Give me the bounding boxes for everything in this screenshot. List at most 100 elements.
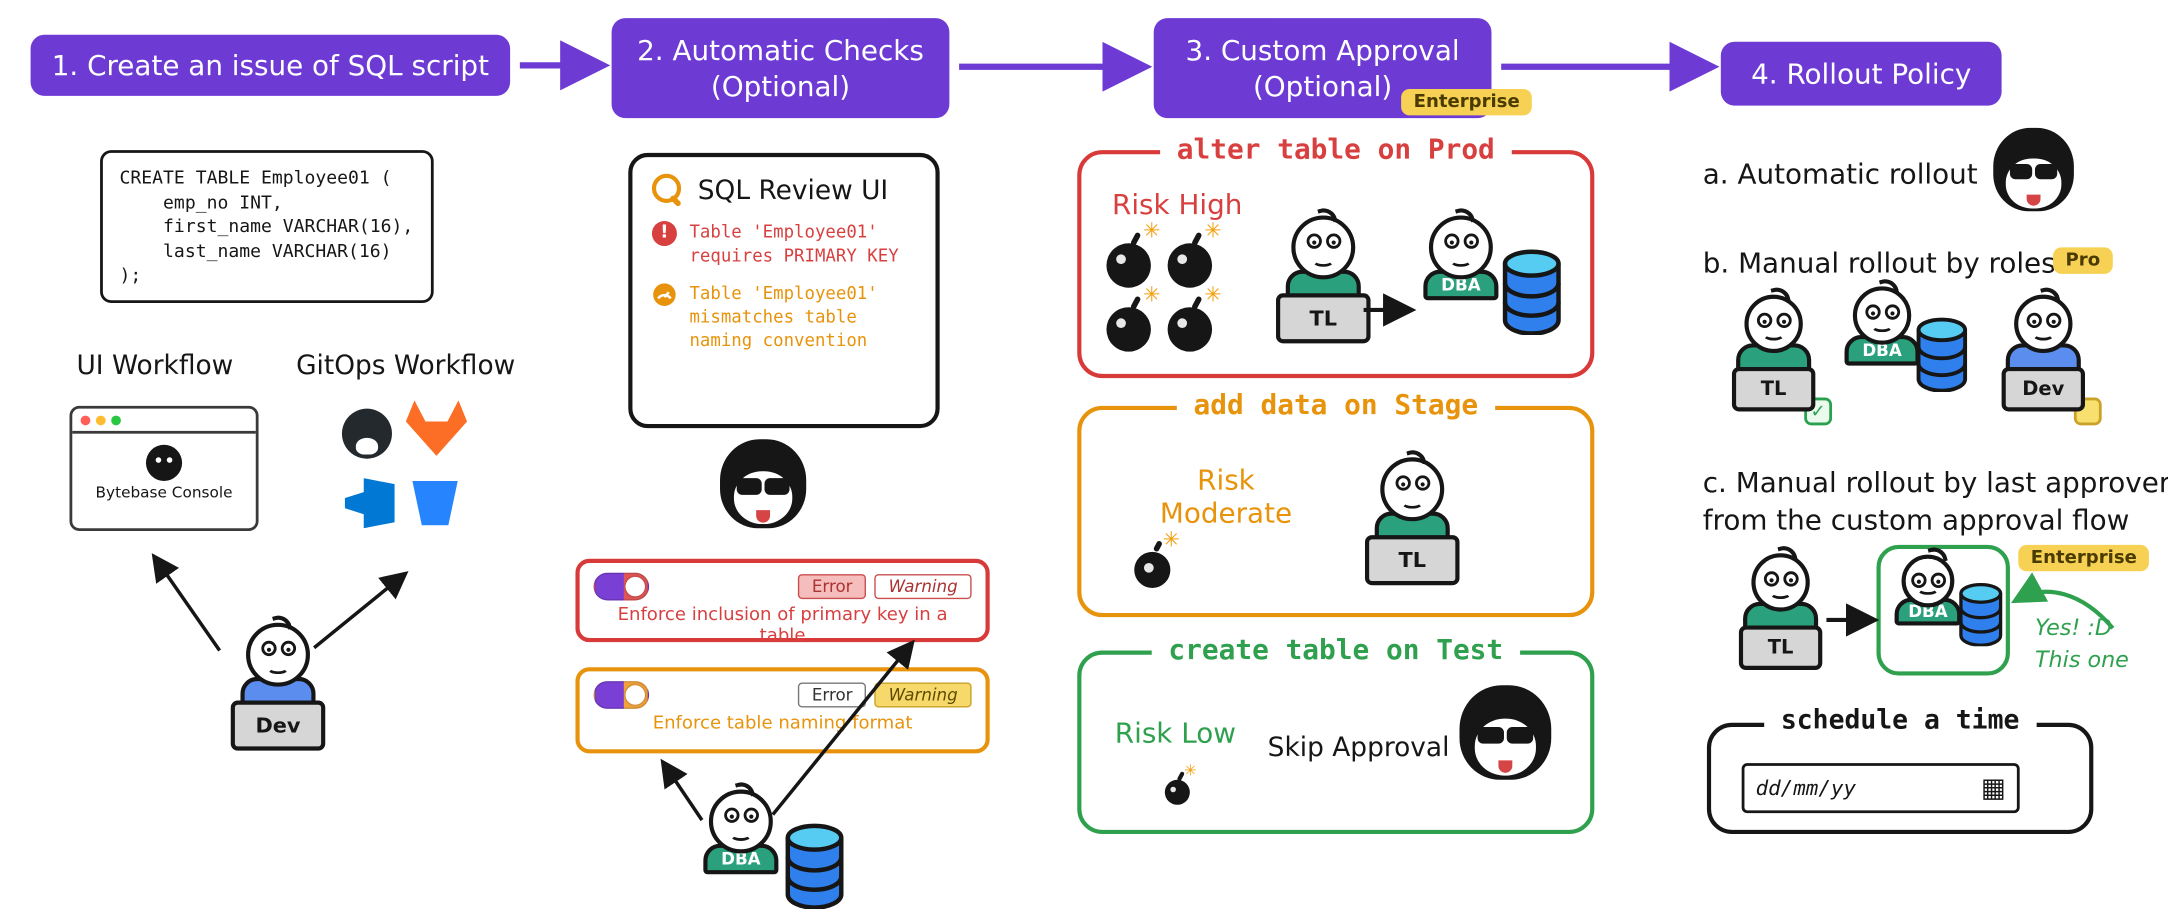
tl-face xyxy=(1380,457,1445,522)
approval-card-test: create table on Test Risk Low ✳ Skip App… xyxy=(1077,632,1595,834)
rule-primary-key: Error Warning Enforce inclusion of prima… xyxy=(575,558,990,646)
dba-person-step2: DBA xyxy=(692,789,789,875)
rule1-label: Enforce inclusion of primary key in a ta… xyxy=(617,604,948,647)
dev-laptop: Dev xyxy=(2001,366,2085,412)
rule2-label: Enforce table naming format xyxy=(652,713,913,734)
bomb-icon: ✳ xyxy=(1106,218,1161,288)
skip-approval-label: Skip Approval xyxy=(1267,732,1450,764)
dba-shirt: DBA xyxy=(1844,334,1920,366)
role-dev-person: Dev xyxy=(1990,294,2102,426)
dba-face xyxy=(1852,286,1912,345)
sql-review-ui-panel: SQL Review UI ! Table 'Employee01' requi… xyxy=(628,152,940,429)
sql-review-ui-title: SQL Review UI xyxy=(697,175,889,206)
dev-laptop: Dev xyxy=(230,700,326,751)
approval-card-stage: add data on Stage Risk Moderate ✳ TL xyxy=(1077,387,1595,618)
maximize-dot-icon xyxy=(111,414,121,425)
sunglasses-icon xyxy=(737,478,789,495)
enterprise-badge-step4: Enterprise xyxy=(2018,544,2150,572)
github-icon xyxy=(341,408,392,459)
approver-dba-person: DBA xyxy=(1889,554,1967,626)
gitlab-icon xyxy=(405,400,468,456)
card-stage-title: add data on Stage xyxy=(1176,387,1495,422)
risk-bombs-high: ✳ ✳ ✳ ✳ xyxy=(1106,218,1222,352)
dba-incognito-avatar-auto xyxy=(1993,127,2074,212)
rollout-b-label: b. Manual rollout by roles xyxy=(1702,246,2056,280)
bytebase-logo xyxy=(145,444,183,481)
step3-header: 3. Custom Approval (Optional) xyxy=(1153,18,1492,119)
sunglasses-icon xyxy=(2009,164,2058,180)
close-dot-icon xyxy=(80,414,91,425)
bomb-icon: ✳ xyxy=(1167,218,1222,288)
pro-badge: Pro xyxy=(2053,247,2113,274)
dba-incognito-avatar xyxy=(720,439,807,529)
review-warning-text: Table 'Employee01' mismatches table nami… xyxy=(689,281,878,350)
rule2-warning-chip[interactable]: Warning xyxy=(874,682,972,708)
rule1-warning-chip[interactable]: Warning xyxy=(874,574,972,600)
step3-header-label: 3. Custom Approval xyxy=(1185,33,1460,67)
risk-high-label: Risk High xyxy=(1112,187,1243,222)
database-icon-prod xyxy=(1498,249,1565,335)
bomb-icon: ✳ xyxy=(1164,762,1197,805)
gitops-workflow-label: GitOps Workflow xyxy=(296,350,516,381)
dba-face xyxy=(1901,554,1955,608)
dev-face xyxy=(2014,294,2073,354)
ui-workflow-label: UI Workflow xyxy=(76,350,234,381)
database-icon-approver xyxy=(1956,582,2006,646)
tl-face xyxy=(1291,215,1356,280)
minimize-dot-icon xyxy=(95,414,106,425)
warning-gauge-icon xyxy=(652,282,677,307)
step2-header-sub: (Optional) xyxy=(710,69,851,103)
review-error-text: Table 'Employee01' requires PRIMARY KEY xyxy=(689,221,899,266)
dev-face xyxy=(246,622,310,687)
rule-primary-key-toggle[interactable] xyxy=(593,572,650,601)
tl-laptop: TL xyxy=(1738,625,1823,670)
error-icon: ! xyxy=(651,221,677,247)
approver-note: Yes! :D This one xyxy=(2034,614,2129,674)
browser-titlebar xyxy=(72,409,256,434)
tl-laptop: TL xyxy=(1276,293,1371,344)
rule-naming-toggle[interactable] xyxy=(593,681,650,709)
enterprise-badge-step3: Enterprise xyxy=(1401,88,1533,116)
tl-laptop: TL xyxy=(1731,366,1816,412)
database-icon-role xyxy=(1913,317,1971,392)
arrow-dev-to-console xyxy=(151,553,222,652)
bomb-icon: ✳ xyxy=(1167,282,1222,352)
dba-face xyxy=(1428,215,1493,280)
tl-face xyxy=(1744,294,1803,354)
azure-devops-icon xyxy=(344,478,395,529)
dba-person-prod: DBA xyxy=(1415,215,1507,301)
approver-tl-person: TL xyxy=(1732,553,1829,670)
date-value: dd/mm/yy xyxy=(1755,775,1856,801)
approved-check-icon: ✓ xyxy=(1804,397,1833,426)
date-input[interactable]: dd/mm/yy ▦ xyxy=(1741,763,2020,814)
step1-header: 1. Create an issue of SQL script xyxy=(30,34,511,96)
rollout-a-label: a. Automatic rollout xyxy=(1702,157,1978,191)
calendar-icon[interactable]: ▦ xyxy=(1980,772,2006,803)
rule2-error-chip[interactable]: Error xyxy=(797,682,867,708)
bytebase-console-label: Bytebase Console xyxy=(95,483,233,502)
step2-header: 2. Automatic Checks (Optional) xyxy=(611,18,950,119)
bomb-icon: ✳ xyxy=(1134,527,1180,588)
rule1-error-chip[interactable]: Error xyxy=(797,574,867,600)
tl-laptop: TL xyxy=(1364,535,1460,586)
dev-person: Dev xyxy=(220,622,337,751)
sql-script-code: CREATE TABLE Employee01 ( emp_no INT, fi… xyxy=(100,150,434,304)
database-icon-step2 xyxy=(781,823,848,909)
role-tl-person: TL ✓ xyxy=(1721,294,1833,426)
sunglasses-icon xyxy=(1477,726,1533,744)
card-prod-title: alter table on Prod xyxy=(1160,132,1512,166)
bitbucket-icon xyxy=(412,480,458,526)
dba-incognito-avatar-test xyxy=(1459,685,1552,780)
bytebase-console-window: Bytebase Console xyxy=(69,405,259,531)
risk-moderate-label: Risk Moderate xyxy=(1159,462,1293,530)
rule-naming-format: Error Warning Enforce table naming forma… xyxy=(575,667,990,754)
card-test-title: create table on Test xyxy=(1151,632,1520,666)
step4-header-label: 4. Rollout Policy xyxy=(1751,56,1972,91)
bomb-icon: ✳ xyxy=(1106,282,1161,352)
tl-face xyxy=(1751,553,1810,612)
rollout-c-label: c. Manual rollout by last approver from … xyxy=(1702,465,2168,537)
tl-person-stage: TL xyxy=(1357,457,1468,586)
schedule-title: schedule a time xyxy=(1764,704,2037,736)
step4-header: 4. Rollout Policy xyxy=(1720,41,2002,106)
